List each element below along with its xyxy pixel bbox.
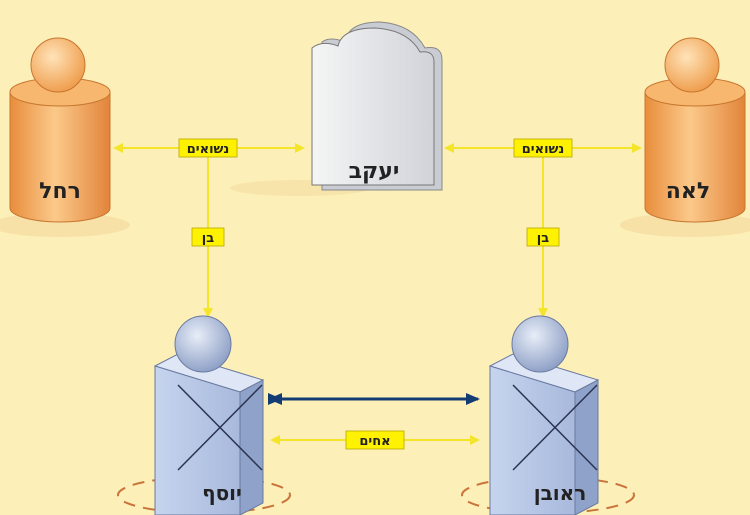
married-right-box — [513, 138, 573, 158]
married-left-label: נשואים — [187, 142, 230, 157]
leah-figure — [644, 37, 746, 223]
leah-label: לאה — [666, 179, 710, 204]
brothers-box — [345, 430, 405, 450]
sibling-arrow-left-head — [268, 393, 282, 405]
reuven-figure — [488, 315, 600, 515]
rachel-figure — [9, 37, 111, 223]
yaakov-figure — [311, 21, 443, 191]
reuven-label: ראובן — [534, 481, 587, 505]
brothers-label: אחים — [359, 434, 390, 449]
yosef-label: יוסף — [202, 481, 242, 505]
married-right-label: נשואים — [522, 142, 565, 157]
yaakov-label: יעקב — [349, 159, 400, 184]
son-right-box — [526, 227, 560, 247]
married-left-box — [178, 138, 238, 158]
son-left-label: בן — [202, 231, 214, 246]
rachel-label: רחל — [39, 179, 81, 204]
son-left-box — [191, 227, 225, 247]
yosef-figure — [153, 315, 265, 515]
son-right-label: בן — [537, 231, 549, 246]
